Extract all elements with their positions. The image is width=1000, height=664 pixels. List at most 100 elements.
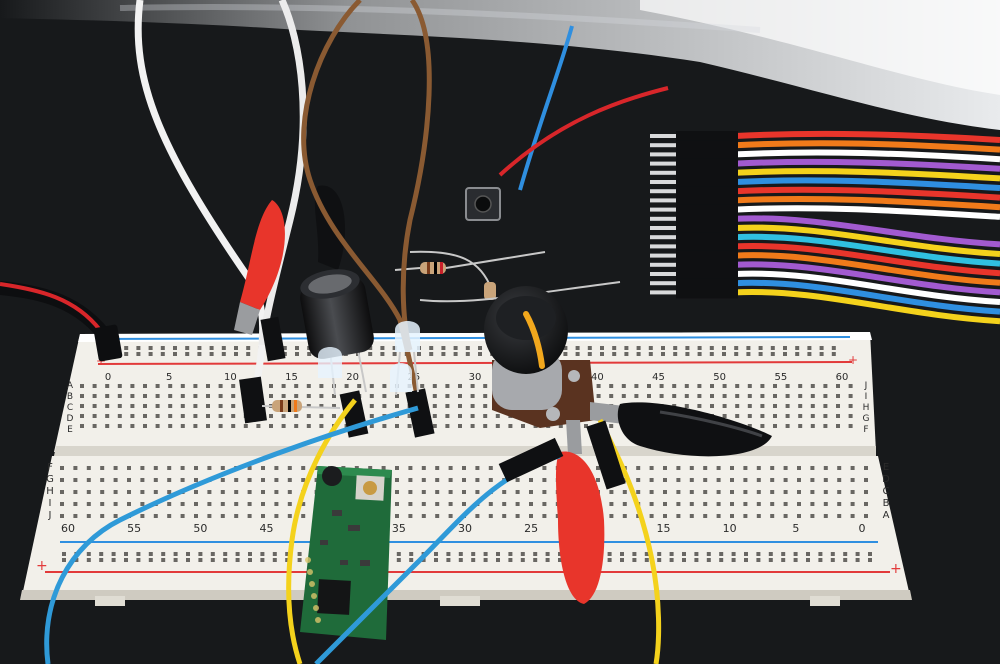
column-number: 0 [105, 372, 111, 383]
column-number: 30 [469, 372, 482, 383]
jumper-pin [650, 198, 676, 203]
jumper-pin [650, 290, 676, 295]
jumper-connector [676, 158, 738, 170]
jumper-connector [676, 213, 738, 225]
jumper-connector [676, 241, 738, 253]
row-letter: J [864, 381, 868, 391]
jumper-wire [734, 186, 1000, 201]
column-number: 25 [524, 522, 538, 535]
column-number: 60 [836, 372, 849, 383]
jumper-connector [676, 195, 738, 207]
jumper-wire [734, 261, 1000, 296]
jumper-connector [676, 186, 738, 198]
column-number: 45 [260, 522, 274, 535]
column-number: 20 [346, 372, 359, 383]
jumper-connector [676, 259, 738, 271]
row-letter: F [47, 462, 53, 473]
column-number: 50 [193, 522, 207, 535]
row-letter: H [46, 486, 54, 497]
jumper-pin [650, 226, 676, 230]
push-button [465, 25, 669, 221]
column-number: 50 [713, 372, 726, 383]
column-number: 5 [166, 372, 172, 383]
blue-wire [44, 405, 419, 664]
row-letter: D [882, 474, 890, 485]
row-letter: I [865, 392, 868, 402]
svg-text:+: + [36, 558, 48, 574]
jumper-header [586, 420, 626, 490]
jumper-connector [676, 232, 738, 244]
jumper-pin [650, 180, 676, 184]
jumper-wire-ribbon [650, 130, 1000, 325]
row-letter: C [883, 486, 890, 497]
led [318, 321, 420, 396]
row-letter: B [883, 498, 890, 509]
row-letter: G [46, 474, 54, 485]
jumper-pin [650, 235, 676, 240]
jumper-header [498, 437, 564, 483]
column-number: 10 [723, 522, 737, 535]
jumper-connector [676, 204, 738, 216]
jumper-wire [734, 158, 1000, 172]
column-number: 45 [652, 372, 665, 383]
column-number: 40 [591, 372, 604, 383]
jumper-wire [734, 289, 1000, 325]
jumper-wire [734, 279, 1000, 315]
svg-text:+: + [848, 353, 858, 367]
jumper-connector [676, 177, 738, 188]
jumper-wire [734, 130, 1000, 143]
column-number: 15 [657, 522, 671, 535]
potentiometer [484, 286, 596, 428]
rail-red-top [97, 361, 853, 365]
jumper-connector [676, 149, 738, 161]
column-number: 55 [774, 372, 787, 383]
jumper-wire [734, 177, 1000, 191]
row-letter: A [883, 510, 890, 521]
column-number: 30 [458, 522, 472, 535]
jumper-wire [734, 252, 1000, 286]
jumper-pin [650, 216, 676, 221]
jumper-connector [676, 269, 738, 280]
white-wire [258, 0, 307, 346]
column-number: 5 [792, 522, 799, 535]
row-letter: E [883, 462, 889, 473]
jumper-pin [650, 161, 676, 166]
row-letter: E [67, 425, 73, 435]
jumper-connector [676, 287, 738, 299]
jumper-wire [734, 224, 1000, 257]
breadboard-bottom: + + + + 605550454035302520151050 FGHIJED… [20, 353, 912, 606]
column-number: 10 [224, 372, 237, 383]
jumper-wire [734, 270, 1000, 305]
row-letter: I [49, 498, 52, 509]
column-number: 60 [61, 522, 75, 535]
pcb-module [300, 466, 392, 640]
jumper-pin [650, 170, 676, 175]
jumper-pin [650, 207, 676, 212]
row-letter: C [67, 403, 73, 413]
brown-wire [400, 0, 432, 351]
jumper-pin [650, 134, 676, 138]
rail-blue-top [99, 336, 851, 340]
jumper-pin [650, 272, 676, 276]
jumper-pin [650, 143, 676, 148]
jumper-wire [734, 195, 1000, 211]
power-cable [0, 281, 123, 362]
jumper-pin [650, 244, 676, 249]
jumper-pin [650, 152, 676, 157]
jumper-connector [676, 250, 738, 262]
jumper-wire [734, 140, 1000, 153]
column-number: 35 [392, 522, 406, 535]
row-letter: B [67, 392, 73, 402]
jumper-connector [676, 223, 738, 234]
resistor-on-board [261, 400, 341, 412]
row-letter: D [67, 414, 74, 424]
jumper-wire [734, 205, 1000, 220]
jumper-wire [734, 149, 1000, 163]
row-letter: J [48, 510, 52, 521]
jumper-connector [676, 167, 738, 179]
jumper-wire [734, 233, 1000, 267]
jumper-connector [676, 278, 738, 290]
yellow-wire [597, 418, 662, 664]
jumper-pin [650, 262, 676, 267]
